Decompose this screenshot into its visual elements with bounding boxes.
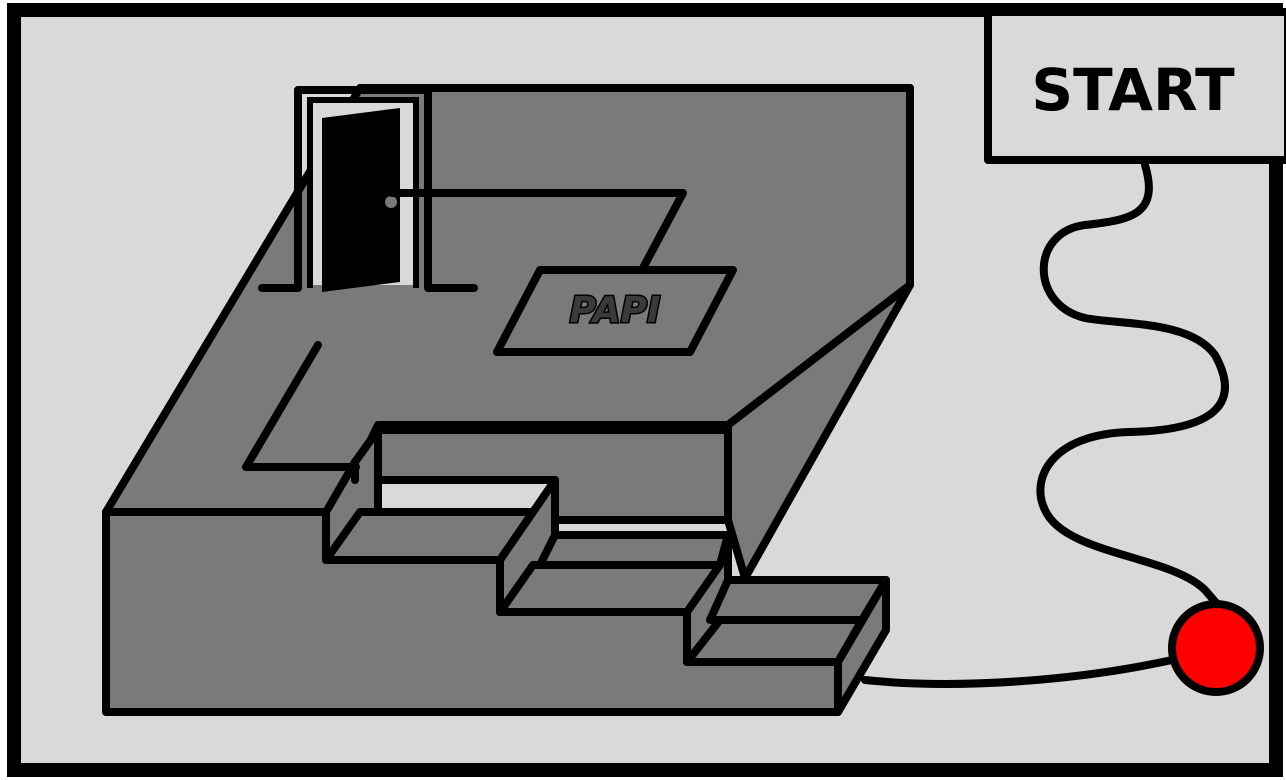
papi-sign: PAPI <box>493 266 737 356</box>
top-path-line <box>242 341 360 471</box>
papi-sign-plate <box>493 266 737 356</box>
start-box: START <box>984 8 1286 164</box>
step-2-top <box>536 531 732 569</box>
path-dot-to-steps <box>861 656 1176 688</box>
start-box-frame <box>984 8 1286 164</box>
step-3-top <box>706 576 890 624</box>
start-label: START <box>1031 56 1235 124</box>
path-start-to-dot <box>1036 161 1229 609</box>
papi-label: PAPI <box>570 290 661 331</box>
door-frame <box>258 86 478 292</box>
step-3-side <box>834 576 890 716</box>
step-2-tread <box>496 561 724 616</box>
door-to-sign-line <box>388 189 687 272</box>
staircase <box>322 426 890 716</box>
door-knob <box>383 194 399 210</box>
start-dot-icon <box>1168 600 1264 696</box>
step-3-tread <box>683 616 866 666</box>
door-panel <box>322 108 400 292</box>
